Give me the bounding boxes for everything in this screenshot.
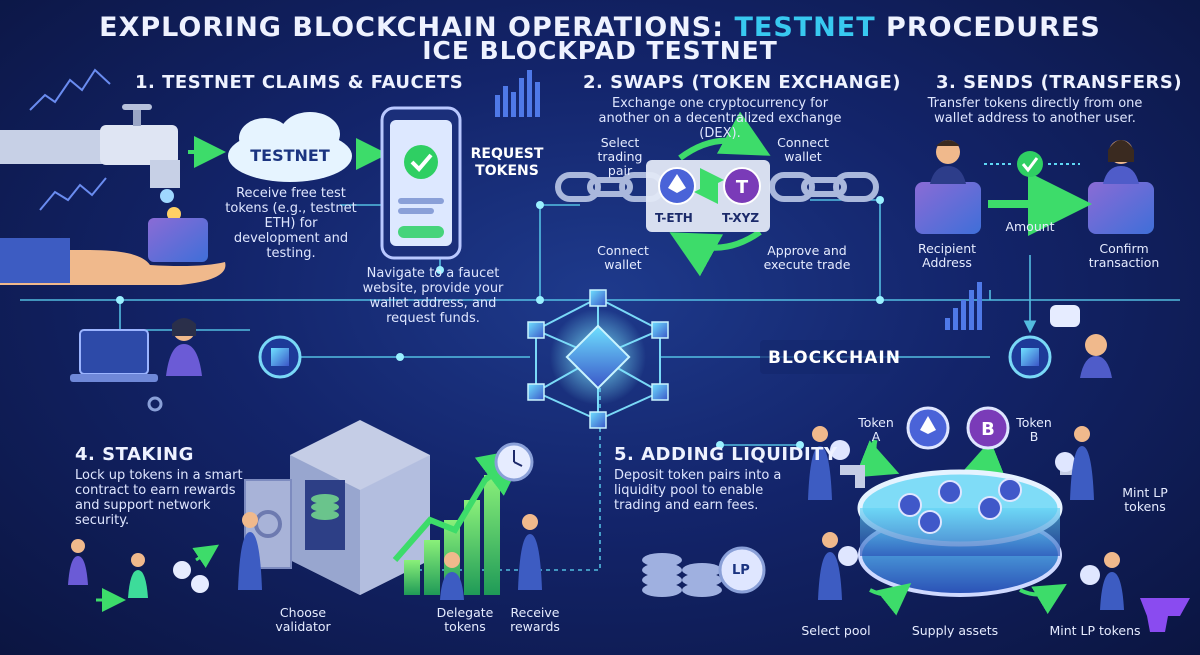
token-b-label: T-XYZ (722, 211, 760, 225)
developer-at-laptop (70, 318, 202, 412)
title-prefix: EXPLORING BLOCKCHAIN OPERATIONS: (99, 12, 735, 43)
staking-delegate-tokens: Delegate tokens (436, 605, 494, 634)
section-liquidity-heading: 5. ADDING LIQUIDITY (614, 444, 838, 465)
swap-select-pair: Select trading pair (597, 135, 643, 178)
faucet-illustration (0, 104, 226, 285)
liquidity-supply-assets: Supply assets (911, 623, 999, 638)
svg-text:T: T (736, 177, 749, 198)
liquidity-illustration: B (642, 406, 1124, 616)
blockchain-network (258, 289, 1052, 429)
circuit-nodes (116, 196, 884, 449)
swap-approve-text: Approve and execute trade (763, 243, 851, 272)
section-staking-heading: 4. STAKING (75, 444, 194, 465)
title-highlight: TESTNET (734, 12, 876, 43)
staking-description: Lock up tokens in a smart contract to ea… (75, 468, 243, 528)
sends-description: Transfer tokens directly from one wallet… (927, 96, 1143, 126)
liquidity-mint-right: Mint LP tokens (1122, 485, 1168, 514)
phone-illustration (380, 106, 462, 260)
title-suffix: PROCEDURES (875, 12, 1101, 43)
page-subtitle: ICE BLOCKPAD TESTNET (422, 36, 778, 65)
send-illustration (915, 140, 1154, 378)
lp-coin-mark: LP (732, 563, 750, 578)
brand-logo (1140, 598, 1190, 632)
page-title: EXPLORING BLOCKCHAIN OPERATIONS: TESTNET… (0, 12, 1200, 43)
section-swaps-heading: 2. SWAPS (TOKEN EXCHANGE) (583, 72, 901, 93)
testnet-cloud-label: TESTNET (250, 146, 330, 165)
request-tokens-label: REQUEST TOKENS (470, 146, 544, 179)
staking-receive-rewards: Receive rewards (510, 605, 560, 634)
blockchain-label: BLOCKCHAIN (768, 348, 901, 368)
decor-chart-top (495, 70, 540, 117)
swap-connect-wallet-top: Connect wallet (777, 135, 829, 164)
liquidity-token-a: Token A (858, 415, 894, 444)
swaps-description: Exchange one cryptocurrency for another … (598, 96, 842, 141)
send-recipient-label: Recipient Address (917, 241, 977, 270)
decor-chart-right (945, 282, 982, 330)
send-amount-label: Amount (1005, 219, 1055, 234)
svg-text:B: B (981, 419, 995, 440)
testnet-cloud (228, 112, 388, 182)
token-a-label: T-ETH (655, 211, 693, 225)
staking-choose-validator: Choose validator (275, 605, 331, 634)
liquidity-description: Deposit token pairs into a liquidity poo… (614, 468, 782, 513)
staking-illustration (68, 420, 542, 612)
section-claims-heading: 1. TESTNET CLAIMS & FAUCETS (135, 72, 464, 93)
swap-connect-wallet-bottom: Connect wallet (597, 243, 649, 272)
claims-receive-text: Receive free test tokens (e.g., testnet … (225, 186, 357, 261)
decor-chart-left (29, 68, 111, 211)
section-sends-heading: 3. SENDS (TRANSFERS) (936, 72, 1183, 93)
liquidity-token-b: Token B (1016, 415, 1052, 444)
claims-navigate-text: Navigate to a faucet website, provide yo… (362, 266, 504, 326)
liquidity-select-pool: Select pool (801, 623, 871, 638)
send-confirm-label: Confirm transaction (1088, 241, 1160, 270)
swap-chain: T (555, 111, 879, 277)
liquidity-mint-bottom: Mint LP tokens (1049, 623, 1141, 638)
